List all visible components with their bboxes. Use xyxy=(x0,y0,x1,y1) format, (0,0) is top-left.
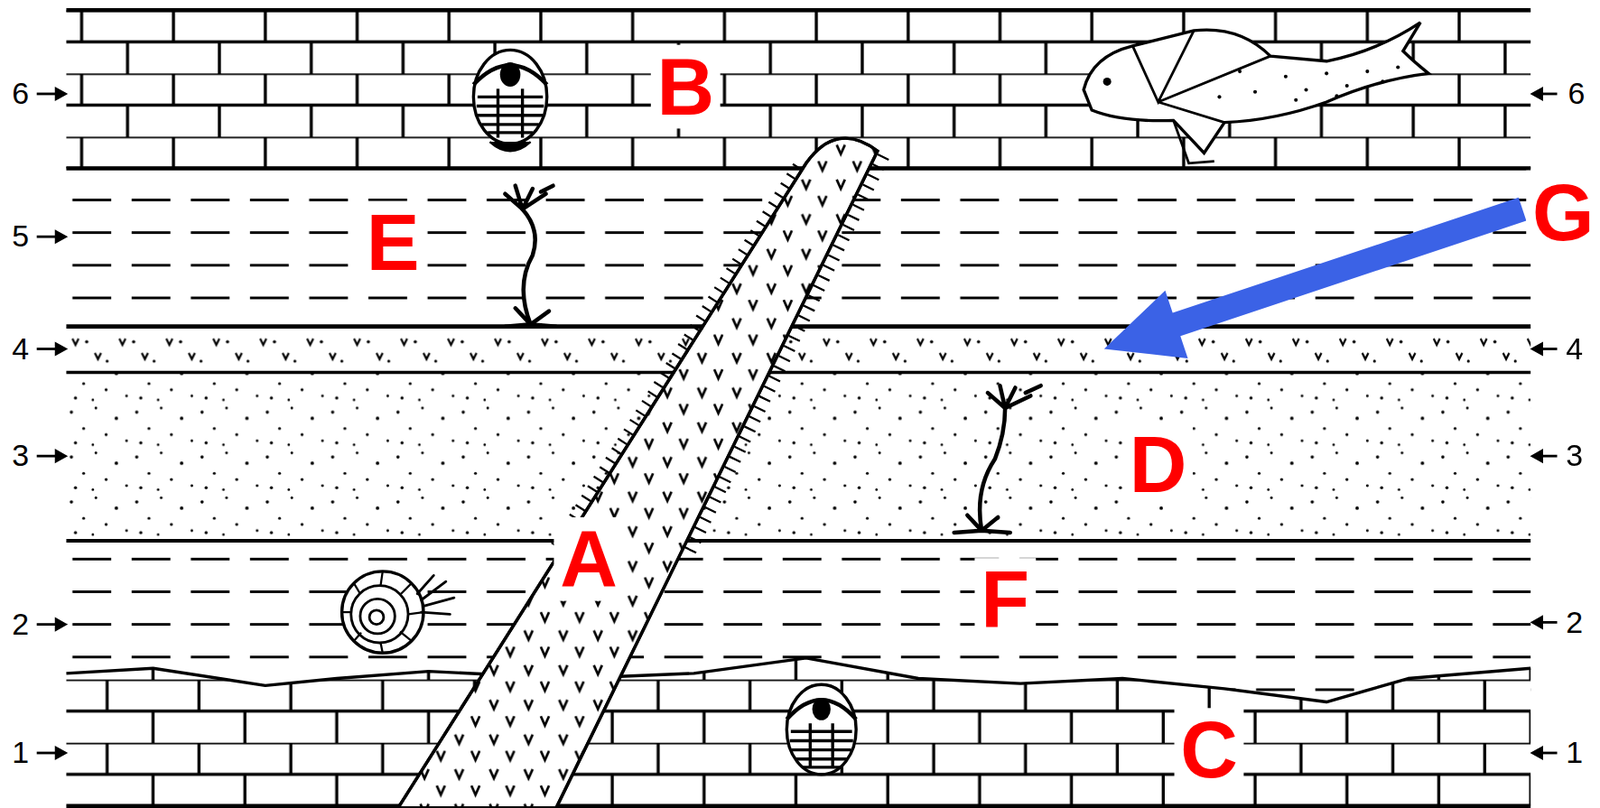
ash-layer xyxy=(65,326,1531,373)
layer-number: 1 xyxy=(1565,737,1583,769)
feature-letter: F xyxy=(974,558,1035,642)
sandstone-layer xyxy=(65,372,1531,540)
fish-fossil xyxy=(1083,22,1429,164)
layer-number: 4 xyxy=(1565,334,1583,365)
layer-number: 2 xyxy=(11,609,29,641)
igneous-dike xyxy=(398,138,884,808)
limestone-layer xyxy=(65,9,1531,168)
layer-number: 1 xyxy=(11,737,29,769)
feature-letter: D xyxy=(1123,422,1193,507)
pointer-arrow xyxy=(1104,197,1527,359)
layer-number: 6 xyxy=(1568,78,1586,110)
layer-number: 4 xyxy=(11,334,29,365)
layer-pointer xyxy=(37,88,1558,758)
feature-letter: G xyxy=(1525,170,1600,255)
feature-letter: E xyxy=(360,201,426,286)
layer-number: 3 xyxy=(1565,440,1583,472)
layer-number: 6 xyxy=(11,78,29,110)
crinoid-fossil xyxy=(504,186,557,327)
crinoid-fossil xyxy=(954,385,1042,533)
feature-letter: C xyxy=(1174,707,1245,792)
layer-number: 5 xyxy=(11,221,29,252)
trilobite-fossil xyxy=(473,49,547,151)
layer-number: 3 xyxy=(11,440,29,472)
limestone-layer xyxy=(65,658,1531,807)
feature-letter: A xyxy=(553,517,624,602)
feature-letter: B xyxy=(651,45,721,130)
layer-boundaries xyxy=(65,9,1531,806)
trilobite-fossil xyxy=(786,684,856,774)
limestone-layer xyxy=(65,658,1531,807)
layer-number: 2 xyxy=(1565,606,1583,638)
ammonite-fossil xyxy=(342,571,455,653)
